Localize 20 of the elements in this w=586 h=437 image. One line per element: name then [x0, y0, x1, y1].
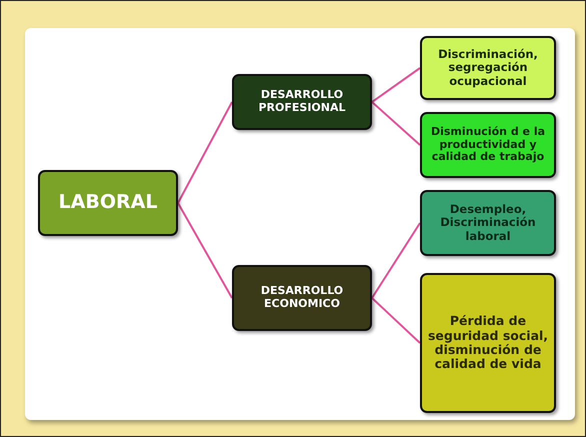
connector-line	[371, 67, 421, 103]
topic-text: DESARROLLO ECONOMICO	[260, 285, 344, 311]
connector-line	[177, 202, 233, 298]
topic-box	[420, 190, 556, 256]
topic-box	[420, 112, 556, 178]
topic-text: LABORAL	[58, 192, 158, 214]
topic-text: Desempleo, Discriminación laboral	[439, 203, 537, 243]
topic-box	[38, 170, 178, 236]
connector-line	[371, 297, 421, 344]
connector-line	[177, 102, 233, 204]
topic-text: Pérdida de seguridad social, disminución de calidad de vida	[426, 314, 550, 372]
topic-box	[232, 74, 372, 130]
connector-line	[371, 101, 421, 146]
topic-text: Discriminación, segregación ocupacional	[437, 48, 539, 88]
topic-text: Disminución d e la productividad y calidad de trabajo	[430, 126, 546, 164]
topic-box	[232, 265, 372, 331]
topic-box	[420, 36, 556, 100]
topic-text: DESARROLLO PROFESIONAL	[257, 89, 346, 115]
connector-line	[371, 222, 421, 299]
topic-box	[420, 273, 556, 413]
